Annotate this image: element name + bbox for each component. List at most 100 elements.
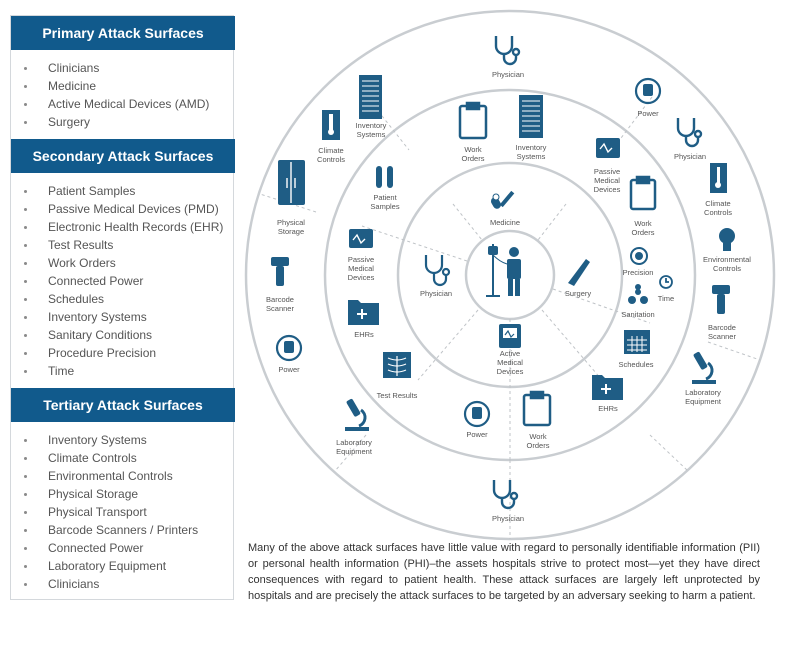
passive-devices-left-1: Passive [348, 255, 374, 264]
test-tubes-icon [376, 166, 393, 188]
environmental-1: Environmental [703, 255, 751, 264]
list-item: Laboratory Equipment [11, 557, 198, 575]
xray-icon [383, 352, 411, 378]
work-orders-right-1: Work [634, 219, 652, 228]
sanitation-label: Sanitation [621, 310, 654, 319]
list-item: Sanitary Conditions [11, 326, 223, 344]
tertiary-list: Inventory Systems Climate Controls Envir… [11, 431, 198, 593]
stethoscope-icon [424, 255, 451, 287]
calendar-icon [624, 330, 650, 354]
work-orders-top-1: Work [464, 145, 482, 154]
list-item: Surgery [11, 113, 209, 131]
list-item: Test Results [11, 236, 223, 254]
target-icon [630, 247, 648, 265]
climate-right-2: Controls [704, 208, 732, 217]
list-item: Physical Storage [11, 485, 198, 503]
work-orders-right-2: Orders [632, 228, 655, 237]
passive-devices-right-3: Devices [594, 185, 621, 194]
list-item: Clinicians [11, 575, 198, 593]
list-item: Active Medical Devices (AMD) [11, 95, 209, 113]
work-orders-top-2: Orders [462, 154, 485, 163]
work-orders-bottom-2: Orders [527, 441, 550, 450]
diagram-caption: Many of the above attack surfaces have l… [248, 542, 760, 602]
physical-storage-1: Physical [277, 218, 305, 227]
monitor-icon-left [349, 229, 373, 248]
thermostat-icon-left [322, 110, 340, 140]
physician-bottom-label: Physician [492, 514, 524, 523]
climate-left-1: Climate [318, 146, 343, 155]
clipboard-icon-top [458, 101, 488, 140]
list-item: Inventory Systems [11, 308, 223, 326]
patient-samples-label-1: Patient [373, 193, 397, 202]
list-item: Procedure Precision [11, 344, 223, 362]
physician-center-label: Physician [420, 289, 452, 298]
lab-left-2: Equipment [336, 447, 373, 456]
list-item: Connected Power [11, 539, 198, 557]
inventory-outer-1: Inventory [356, 121, 387, 130]
list-item: Inventory Systems [11, 431, 198, 449]
server-icon-outer [359, 75, 382, 119]
power-left-label: Power [278, 365, 300, 374]
power-icon-right [634, 77, 662, 105]
patient-samples-label-2: Samples [370, 202, 399, 211]
inventory-top-2: Systems [517, 152, 546, 161]
barcode-right-2: Scanner [708, 332, 736, 341]
biohazard-icon [628, 284, 648, 304]
time-label: Time [658, 294, 674, 303]
list-item: Environmental Controls [11, 467, 198, 485]
list-item: Climate Controls [11, 449, 198, 467]
heart-monitor-icon [499, 324, 521, 348]
ehrs-right-label: EHRs [598, 404, 618, 413]
folder-icon-right [592, 375, 623, 400]
tertiary-section-title: Tertiary Attack Surfaces [11, 388, 235, 422]
microscope-icon-right [692, 351, 716, 384]
list-item: Passive Medical Devices (PMD) [11, 200, 223, 218]
stethoscope-icon-top [494, 36, 521, 66]
environmental-2: Controls [713, 264, 741, 273]
schedules-label: Schedules [618, 360, 653, 369]
medicine-icon [491, 190, 515, 209]
physician-top-label: Physician [492, 70, 524, 79]
clock-icon [659, 275, 673, 289]
list-item: Medicine [11, 77, 209, 95]
amd-label-3: Devices [497, 367, 524, 376]
list-item: Clinicians [11, 59, 209, 77]
primary-section-title: Primary Attack Surfaces [11, 16, 235, 50]
physician-right-label: Physician [674, 152, 706, 161]
clipboard-icon-right [629, 175, 657, 211]
passive-devices-left-2: Medical [348, 264, 374, 273]
power-icon-bottom [463, 400, 491, 428]
power-icon-left [275, 334, 303, 362]
list-item: Physical Transport [11, 503, 198, 521]
list-item: Connected Power [11, 272, 223, 290]
barcode-left-1: Barcode [266, 295, 294, 304]
precision-label: Precision [623, 268, 654, 277]
clipboard-icon-bottom [522, 390, 552, 427]
microscope-icon-left [345, 398, 369, 431]
lab-right-1: Laboratory [685, 388, 721, 397]
folder-icon-left [348, 300, 379, 325]
passive-devices-left-3: Devices [348, 273, 375, 282]
passive-devices-right-2: Medical [594, 176, 620, 185]
climate-left-2: Controls [317, 155, 345, 164]
power-bottom-label: Power [466, 430, 488, 439]
lab-left-1: Laboratory [336, 438, 372, 447]
passive-devices-right-1: Passive [594, 167, 620, 176]
amd-label-2: Medical [497, 358, 523, 367]
test-results-label: Test Results [377, 391, 418, 400]
list-item: Work Orders [11, 254, 223, 272]
patient-icon [486, 244, 521, 297]
refrigerator-icon [278, 160, 305, 205]
list-item: Time [11, 362, 223, 380]
list-item: Patient Samples [11, 182, 223, 200]
stethoscope-icon-right [676, 118, 703, 148]
list-item: Electronic Health Records (EHR) [11, 218, 223, 236]
primary-list: Clinicians Medicine Active Medical Devic… [11, 59, 209, 131]
lightbulb-icon [719, 228, 735, 251]
medicine-label: Medicine [490, 218, 520, 227]
inventory-top-1: Inventory [516, 143, 547, 152]
monitor-icon-right [596, 138, 620, 158]
list-item: Barcode Scanners / Printers [11, 521, 198, 539]
secondary-section-title: Secondary Attack Surfaces [11, 139, 235, 173]
surgery-label: Surgery [565, 289, 592, 298]
